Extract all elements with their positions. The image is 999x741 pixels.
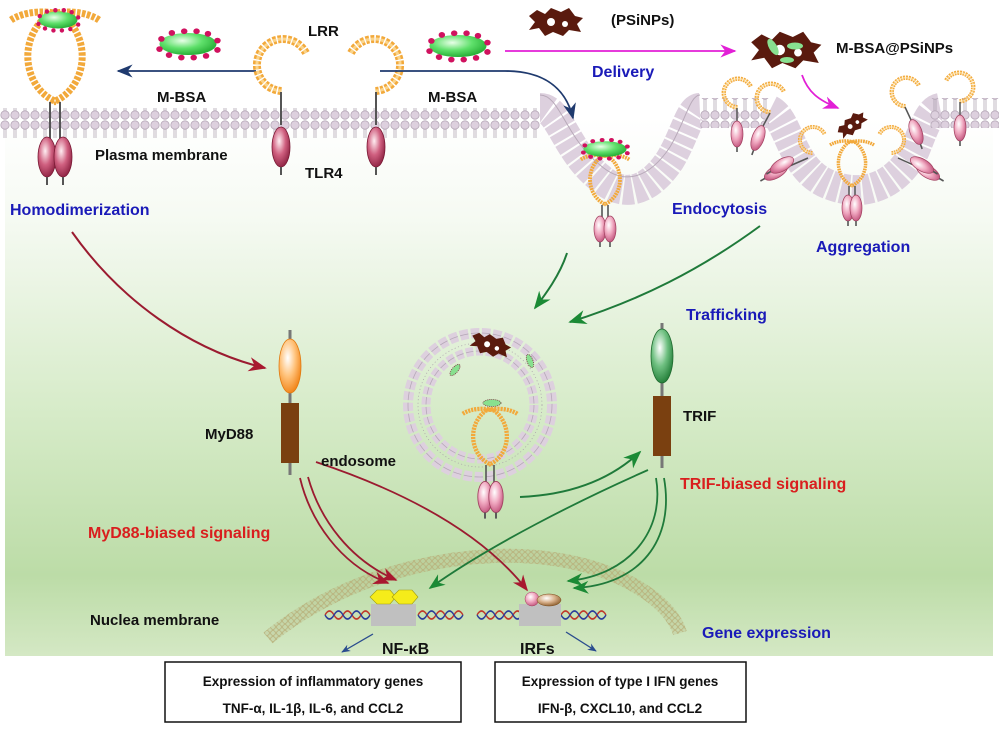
cytoplasm-background	[5, 118, 993, 656]
delivery-label: Delivery	[592, 64, 654, 81]
ifn-genes-box	[494, 661, 747, 723]
endosome-label: endosome	[321, 453, 396, 470]
tlr4-dimer-surface	[11, 8, 99, 186]
nuclear-membrane	[263, 548, 687, 644]
trif-irf-arrow-1	[566, 477, 659, 587]
trif-signaling-label: TRIF-biased signaling	[680, 476, 846, 493]
nfkb-label: NF-κB	[382, 641, 429, 658]
trafficking-arrow-1	[533, 252, 568, 310]
aggregation-label: Aggregation	[816, 239, 910, 256]
mbsa-label-right: M-BSA	[428, 89, 477, 106]
plasma-membrane-label: Plasma membrane	[95, 147, 228, 164]
nfkb-dna-complex	[324, 589, 464, 626]
inflammatory-box-title: Expression of inflammatory genes	[203, 674, 424, 689]
mbsa-psinps-label: M-BSA@PSiNPs	[836, 40, 953, 57]
tlr4-monomer-1	[257, 39, 306, 176]
irfs-label: IRFs	[520, 641, 555, 658]
gene-expression-label: Gene expression	[702, 625, 831, 642]
myd88-label: MyD88	[205, 426, 253, 443]
nfkb-expression-arrow	[341, 633, 374, 653]
trif-label: TRIF	[683, 408, 716, 425]
nuclear-membrane-label: Nuclea membrane	[90, 612, 219, 629]
lrr-label: LRR	[308, 23, 339, 40]
trif-adaptor	[650, 323, 674, 468]
inflammatory-genes-box	[164, 661, 462, 723]
trif-irf-arrow-2	[572, 477, 667, 594]
trafficking-arrow-2	[568, 225, 761, 325]
myd88-adaptor	[278, 330, 302, 475]
irf-expression-arrow	[565, 631, 597, 652]
myd88-irf-arrow	[315, 461, 528, 592]
myd88-signaling-label: MyD88-biased signaling	[88, 525, 270, 542]
mbsa-label-left: M-BSA	[157, 89, 206, 106]
myd88-nfkb-arrow-1	[299, 477, 390, 584]
trafficking-label: Trafficking	[686, 307, 767, 324]
psinps-label: (PSiNPs)	[611, 12, 674, 29]
tlr4-aggregate	[756, 107, 948, 227]
trif-nfkb-arrow	[428, 469, 649, 589]
homodimerization-label: Homodimerization	[10, 202, 150, 219]
endosome	[403, 328, 557, 520]
ifn-box-title: Expression of type I IFN genes	[522, 674, 719, 689]
inflammatory-box-genes: TNF-α, IL-1β, IL-6, and CCL2	[223, 701, 404, 716]
tlr4-label: TLR4	[305, 165, 343, 182]
endocytosis-label: Endocytosis	[672, 201, 767, 218]
ifn-box-genes: IFN-β, CXCL10, and CCL2	[538, 701, 702, 716]
mbsa-psinp-complex	[751, 31, 822, 69]
homodimerization-arrow	[71, 231, 267, 372]
endosome-to-trif-arrow	[519, 450, 642, 498]
endocytosed-tlr4	[578, 137, 632, 248]
tlr4-surface-group	[724, 73, 973, 158]
endocytosis-arrow	[380, 70, 576, 120]
aggregation-arrow	[801, 74, 840, 109]
irf-dna-complex	[476, 591, 607, 626]
myd88-nfkb-arrow-2	[307, 476, 398, 581]
tlr4-monomer-2	[351, 39, 400, 176]
